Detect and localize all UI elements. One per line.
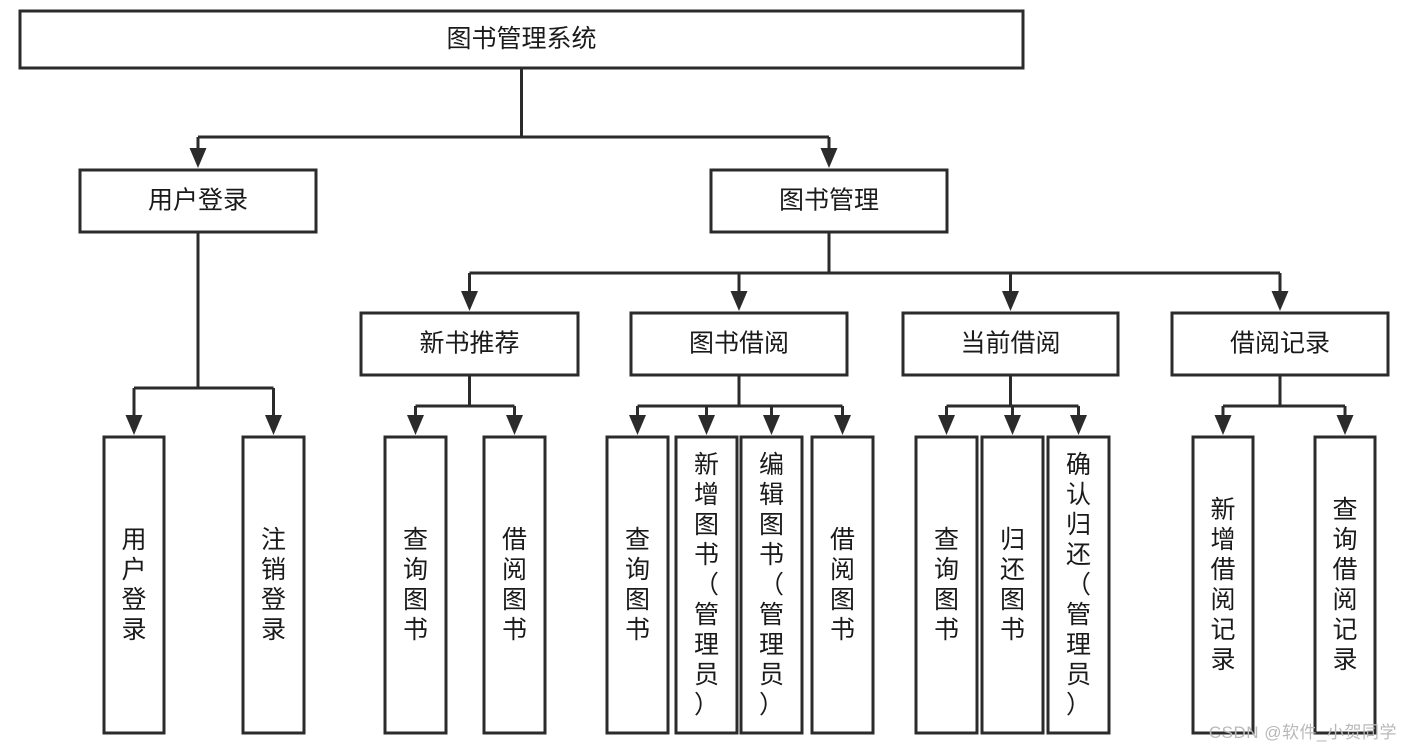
node-book-manage[interactable]: 图书管理 <box>709 168 949 234</box>
edges-layer <box>125 68 1354 435</box>
node-box[interactable] <box>1046 435 1111 735</box>
edge-group-user-login <box>125 232 282 435</box>
arrow-head-icon <box>1004 415 1021 435</box>
node-label: 新增借阅记录 <box>1210 496 1235 674</box>
node-box[interactable] <box>1313 435 1377 735</box>
node-leaf-q-book-3[interactable]: 查询图书 <box>914 435 979 735</box>
node-label: 新增图书（管理员） <box>694 451 719 719</box>
node-label: 查询图书 <box>625 526 650 644</box>
node-label: 借阅图书 <box>830 526 855 644</box>
node-user-login[interactable]: 用户登录 <box>78 168 318 234</box>
edge-group-book-manage <box>461 232 1289 311</box>
node-box[interactable] <box>359 311 580 377</box>
node-leaf-add-book[interactable]: 新增图书（管理员） <box>674 435 739 735</box>
node-box[interactable] <box>18 9 1025 70</box>
arrow-head-icon <box>820 148 838 168</box>
node-box[interactable] <box>629 311 849 377</box>
node-label: 图书借阅 <box>689 330 789 358</box>
arrow-head-icon <box>1070 415 1087 435</box>
arrow-head-icon <box>461 291 478 311</box>
node-label: 注销登录 <box>261 526 286 644</box>
node-leaf-edit-book[interactable]: 编辑图书（管理员） <box>739 435 804 735</box>
edge-group-new-book-rec <box>407 375 523 435</box>
node-root[interactable]: 图书管理系统 <box>18 9 1025 70</box>
node-label: 用户登录 <box>148 187 248 215</box>
arrow-head-icon <box>407 415 424 435</box>
arrow-head-icon <box>938 415 955 435</box>
node-label: 归还图书 <box>1000 526 1025 644</box>
node-label: 查询图书 <box>403 526 428 644</box>
node-leaf-add-rec[interactable]: 新增借阅记录 <box>1191 435 1255 735</box>
node-label: 查询借阅记录 <box>1332 496 1357 674</box>
node-label: 确认归还（管理员） <box>1066 451 1091 719</box>
arrow-head-icon <box>730 291 748 311</box>
node-leaf-return[interactable]: 归还图书 <box>980 435 1045 735</box>
arrow-head-icon <box>629 415 646 435</box>
edge-group-current-borrow <box>938 375 1087 435</box>
arrow-head-icon <box>834 415 851 435</box>
node-box[interactable] <box>1170 311 1390 377</box>
arrow-head-icon <box>1336 415 1354 435</box>
node-leaf-q-book-1[interactable]: 查询图书 <box>383 435 448 735</box>
node-label: 借阅图书 <box>502 526 527 644</box>
node-label: 查询图书 <box>934 526 959 644</box>
node-box[interactable] <box>241 435 306 735</box>
node-leaf-q-rec[interactable]: 查询借阅记录 <box>1313 435 1377 735</box>
node-leaf-q-book-2[interactable]: 查询图书 <box>605 435 670 735</box>
node-label: 借阅记录 <box>1230 330 1330 358</box>
node-leaf-conf-ret[interactable]: 确认归还（管理员） <box>1046 435 1111 735</box>
edge-group-borrow-record <box>1214 375 1354 435</box>
node-label: 图书管理系统 <box>446 25 596 53</box>
node-leaf-user-login[interactable]: 用户登录 <box>102 435 166 735</box>
node-box[interactable] <box>605 435 670 735</box>
node-label: 当前借阅 <box>960 330 1060 358</box>
node-box[interactable] <box>1191 435 1255 735</box>
node-label: 新书推荐 <box>419 330 519 358</box>
node-box[interactable] <box>914 435 979 735</box>
node-label: 图书管理 <box>779 187 879 215</box>
node-leaf-borrow-1[interactable]: 借阅图书 <box>482 435 547 735</box>
node-box[interactable] <box>901 311 1120 377</box>
node-label: 用户登录 <box>121 526 146 644</box>
node-box[interactable] <box>674 435 739 735</box>
node-box[interactable] <box>739 435 804 735</box>
node-box[interactable] <box>383 435 448 735</box>
node-leaf-borrow-2[interactable]: 借阅图书 <box>810 435 875 735</box>
node-new-book-rec[interactable]: 新书推荐 <box>359 311 580 377</box>
node-label: 编辑图书（管理员） <box>759 451 784 719</box>
node-box[interactable] <box>980 435 1045 735</box>
arrow-head-icon <box>1002 291 1019 311</box>
arrow-head-icon <box>698 415 715 435</box>
node-current-borrow[interactable]: 当前借阅 <box>901 311 1120 377</box>
node-box[interactable] <box>102 435 166 735</box>
arrow-head-icon <box>189 148 207 168</box>
node-borrow-record[interactable]: 借阅记录 <box>1170 311 1390 377</box>
node-box[interactable] <box>78 168 318 234</box>
node-box[interactable] <box>709 168 949 234</box>
arrow-head-icon <box>1214 415 1232 435</box>
edge-group-root <box>189 68 838 168</box>
arrow-head-icon <box>265 415 282 435</box>
edge-group-book-borrow <box>629 375 851 435</box>
arrow-head-icon <box>506 415 523 435</box>
arrow-head-icon <box>125 415 143 435</box>
arrow-head-icon <box>1271 291 1289 311</box>
node-box[interactable] <box>482 435 547 735</box>
nodes-layer: 图书管理系统用户登录图书管理新书推荐图书借阅当前借阅借阅记录用户登录注销登录查询… <box>18 9 1390 735</box>
node-book-borrow[interactable]: 图书借阅 <box>629 311 849 377</box>
node-box[interactable] <box>810 435 875 735</box>
node-leaf-logout[interactable]: 注销登录 <box>241 435 306 735</box>
arrow-head-icon <box>763 415 780 435</box>
